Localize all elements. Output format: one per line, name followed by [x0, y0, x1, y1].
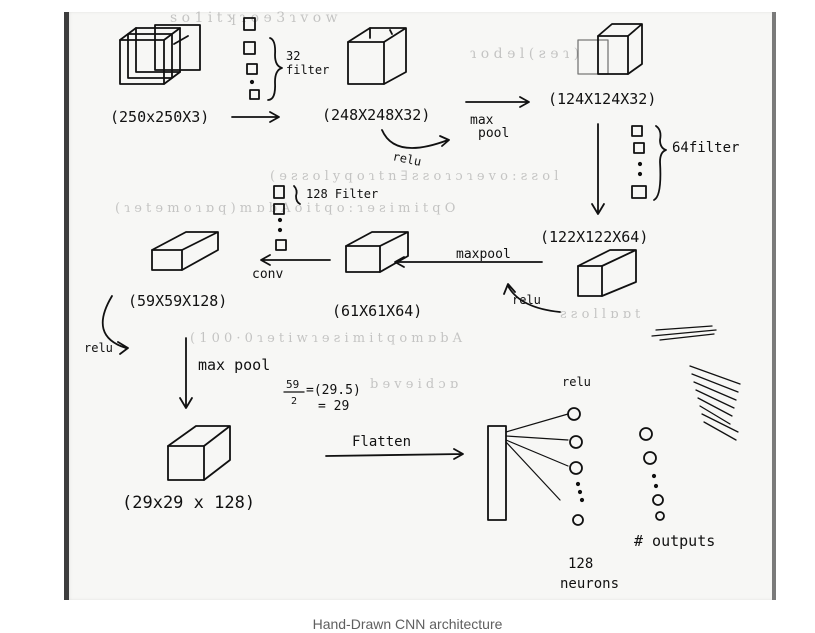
- page-shadow-left: [64, 12, 69, 600]
- conv3-dims: (59X59X128): [128, 292, 227, 310]
- svg-text:( ɿ ɘ t ɘ m o ɿ ɒ q ) m ɒ b A: ( ɿ ɘ t ɘ m o ɿ ɒ q ) m ɒ b A o i t q o …: [115, 201, 455, 216]
- relu-2-label: relu: [512, 293, 541, 307]
- filters-128-label: 128 Filter: [306, 187, 378, 201]
- maxpool-2-label: maxpool: [456, 247, 511, 262]
- input-volume: [119, 24, 201, 85]
- svg-text:( ɘ ƨ ƨ o l y q o ɿ t n ∃: ( ɘ ƨ ƨ o l y q o ɿ t n ∃ ƨ ƨ o ɿ ɔ ɿ ɘ …: [270, 169, 558, 184]
- conv-label: conv: [252, 267, 283, 282]
- pool1-dims: (124X124X32): [548, 90, 656, 108]
- relu-1-label: relu: [391, 149, 422, 169]
- hidden-label: neurons: [560, 576, 619, 592]
- relu-4-label: relu: [562, 375, 591, 389]
- arrow-input-conv1: [231, 111, 280, 123]
- arrow-conv3-pool3: [179, 337, 193, 409]
- relu-1-arrow: [381, 129, 450, 149]
- filters-128-column: [273, 185, 301, 251]
- bleed-through-text: s o 1 i t ʞ ɿ o ɘ 3 ɿ v o w ɿ o d ɘ l ( …: [115, 10, 641, 392]
- hidden-count: 128: [568, 556, 593, 572]
- input-dims: (250x250X3): [110, 108, 209, 126]
- calc-fraction-den: 2: [291, 396, 297, 407]
- pool1-block: [577, 23, 643, 75]
- outputs-label: # outputs: [634, 532, 715, 550]
- pool3-dims: (29x29 x 128): [122, 493, 255, 513]
- pool2-dims: (61X61X64): [332, 302, 422, 320]
- arrow-pool3-flatten: [325, 448, 464, 460]
- flatten-vector: [487, 425, 507, 521]
- svg-text:ƨ ƨ o l l ɒ ɒ t: ƨ ƨ o l l ɒ ɒ t: [560, 307, 641, 322]
- relu-3-label: relu: [84, 341, 113, 355]
- output-neurons: [639, 427, 665, 521]
- page-shadow-right: [772, 12, 776, 600]
- conv1-dims: (248X248X32): [322, 106, 430, 124]
- relu-2-arrow: [503, 283, 561, 313]
- flatten-connections: [505, 413, 569, 501]
- pool2-block: [345, 231, 409, 273]
- filters-64-column: [631, 125, 667, 201]
- calc-result-rounded: = 29: [318, 399, 349, 414]
- svg-text:b ɘ v ɘ i d ɔ ɒ: b ɘ v ɘ i d ɔ ɒ: [370, 377, 458, 392]
- conv3-block: [151, 231, 219, 271]
- calc-fraction-num: 59: [286, 378, 299, 391]
- arrow-pool2-conv3: [260, 254, 331, 266]
- filters-64-label: 64filter: [672, 140, 739, 156]
- arrow-conv1-pool1: [465, 96, 530, 108]
- calc-result: =(29.5): [306, 383, 361, 398]
- figure-caption: Hand-Drawn CNN architecture: [312, 616, 503, 632]
- svg-text:( 1 0 0 · 0 ɿ ɘ t i w ɿ ɘ ƨ i: ( 1 0 0 · 0 ɿ ɘ t i w ɿ ɘ ƨ i m i t q o …: [190, 331, 463, 346]
- relu-3-arrow: [101, 295, 129, 355]
- arrow-conv2-pool2: [394, 256, 543, 268]
- pool3-block: [167, 425, 231, 481]
- svg-text:ɿ o d ɘ l ( ƨ ɘ ɿ ): ɿ o d ɘ l ( ƨ ɘ ɿ ): [470, 46, 579, 62]
- conv2-block: [577, 249, 637, 297]
- flatten-label: Flatten: [352, 434, 411, 450]
- scribbled-notes: [651, 325, 741, 441]
- conv1-block: [347, 27, 407, 85]
- hidden-neurons: [567, 407, 585, 526]
- conv2-dims: (122X122X64): [540, 228, 648, 246]
- maxpool-3-label: max pool: [198, 356, 270, 374]
- arrow-pool1-conv2: [591, 123, 605, 215]
- filters-32-column: [243, 17, 283, 101]
- notebook-page-photo: [64, 12, 776, 600]
